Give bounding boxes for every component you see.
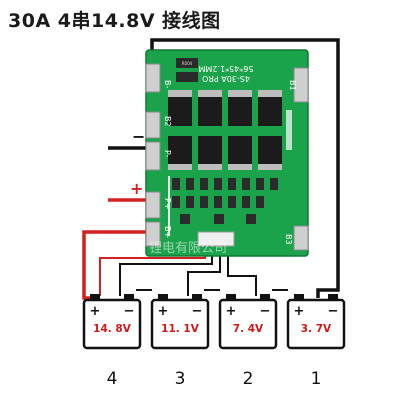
- minus-sign: −: [132, 127, 145, 146]
- diagram-title: 30A 4串14.8V 接线图: [8, 10, 221, 32]
- battery-cell: + − 3. 7V 1: [286, 294, 346, 389]
- mosfet-row-bottom: [168, 136, 282, 170]
- tap-black-b2: [187, 245, 221, 296]
- battery-voltage: 7. 4V: [233, 323, 264, 335]
- battery-terminal: [158, 294, 168, 300]
- pad-p-minus: [145, 141, 161, 171]
- plus-sign: +: [130, 179, 143, 198]
- board-model: 4S-30A PRO: [202, 74, 250, 83]
- battery-body: [286, 298, 346, 350]
- battery-terminal: [90, 294, 100, 300]
- battery-minus-sign: −: [124, 304, 135, 319]
- battery-cell: + − 7. 4V 2: [218, 294, 278, 389]
- battery-minus-sign: −: [192, 304, 203, 319]
- wire-b-minus-loop: [150, 38, 340, 298]
- balance-connector: [197, 231, 235, 247]
- tap-black-b1: [227, 245, 257, 296]
- battery-terminal: [260, 294, 270, 300]
- board-size: 56*45*1.2MM: [198, 64, 253, 73]
- battery-cell: + − 11. 1V 3: [150, 294, 210, 389]
- pad-label-b2: B2: [163, 116, 172, 127]
- battery-minus-sign: −: [328, 304, 339, 319]
- pad-label-b3: B3: [284, 234, 293, 245]
- battery-plus-sign: +: [90, 304, 101, 319]
- battery-index: 1: [311, 369, 322, 389]
- battery-voltage: 14. 8V: [93, 323, 132, 335]
- resistor-code: R004: [182, 61, 193, 66]
- mosfet-row-top: [168, 90, 282, 126]
- pad-label-b-minus: B-: [163, 80, 172, 88]
- battery-terminal: [192, 294, 202, 300]
- pad-label-p-plus: P+: [163, 198, 172, 210]
- battery-voltage: 3. 7V: [301, 323, 332, 335]
- shunt-resistor: [176, 72, 198, 82]
- smd-components: [172, 178, 278, 224]
- battery-index: 4: [107, 369, 118, 389]
- pad-label-b1: B1: [288, 80, 297, 91]
- battery-terminal: [328, 294, 338, 300]
- battery-index: 3: [175, 369, 186, 389]
- pad-b1: [293, 67, 309, 103]
- pad-b-plus: [145, 221, 161, 247]
- watermark: 锂电有限公司: [149, 241, 227, 256]
- silkscreen-line: [168, 176, 170, 236]
- battery-terminal: [226, 294, 236, 300]
- battery-voltage: 11. 1V: [161, 323, 200, 335]
- pad-b3: [293, 225, 309, 251]
- battery-minus-sign: −: [260, 304, 271, 319]
- battery-cell: + − 14. 8V 4: [82, 294, 142, 389]
- shunt-resistor: [176, 58, 198, 68]
- battery-body: [82, 298, 142, 350]
- battery-pack: + − 14. 8V 4 + − 11. 1V 3 + − 7. 4V 2 + − 3. 7V 1: [82, 294, 346, 389]
- pad-label-b-plus: B+: [163, 226, 172, 238]
- bms-board: 4S-30A PRO 56*45*1.2MM R004 B- B2 P- P+ …: [145, 49, 309, 257]
- pad-b-minus: [145, 63, 161, 93]
- pad-p-plus: [145, 191, 161, 219]
- battery-index: 2: [243, 369, 254, 389]
- battery-plus-sign: +: [158, 304, 169, 319]
- battery-body: [218, 298, 278, 350]
- battery-plus-sign: +: [226, 304, 237, 319]
- battery-terminal: [124, 294, 134, 300]
- pad-label-p-minus: P-: [163, 150, 172, 158]
- battery-body: [150, 298, 210, 350]
- battery-terminal: [294, 294, 304, 300]
- silkscreen-line: [286, 110, 292, 150]
- pad-b2: [145, 111, 161, 139]
- battery-plus-sign: +: [294, 304, 305, 319]
